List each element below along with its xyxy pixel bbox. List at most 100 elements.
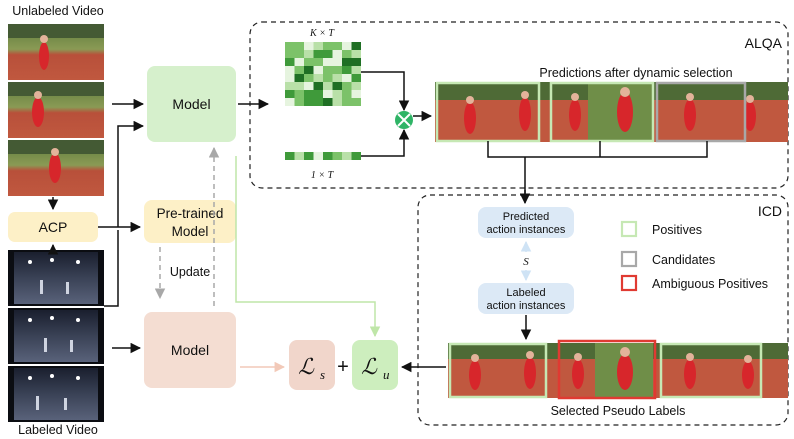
onet-label: 1 × T <box>311 170 335 181</box>
loss-u-subscript: u <box>383 367 390 382</box>
predictions-strip <box>435 81 788 143</box>
labeled-frame-2 <box>8 308 104 364</box>
kt-cell <box>294 66 304 74</box>
loss-s-subscript: s <box>320 367 325 382</box>
kt-cell <box>351 74 361 82</box>
loss-s-symbol: ℒ <box>298 354 315 379</box>
onet-cell <box>323 152 333 160</box>
kt-cell <box>323 74 333 82</box>
legend-item-ambiguous: Ambiguous Positives <box>620 274 768 292</box>
predictions-title: Predictions after dynamic selection <box>539 66 732 80</box>
pseudo-ambiguous-box <box>557 339 657 400</box>
labeled-frame-1 <box>8 250 104 306</box>
labeled-video-label: Labeled Video <box>18 423 98 437</box>
kt-cell <box>332 50 342 58</box>
kt-cell <box>342 74 352 82</box>
kt-cell <box>332 90 342 98</box>
onet-cell <box>351 152 361 160</box>
onet-cell <box>342 152 352 160</box>
arrow-model-to-loss-u <box>235 156 381 338</box>
kt-cell <box>304 82 314 90</box>
kt-cell <box>294 42 304 50</box>
predicted-action-box <box>478 207 574 238</box>
kt-cell <box>342 90 352 98</box>
kt-cell <box>332 58 342 66</box>
kt-cell <box>332 98 342 106</box>
legend-label-candidates: Candidates <box>652 253 715 267</box>
legend: Positives Candidates Ambiguous Positives <box>620 220 768 292</box>
legend-label-ambiguous: Ambiguous Positives <box>652 277 768 291</box>
kt-cell <box>332 42 342 50</box>
loss-u-symbol: ℒ <box>361 354 378 379</box>
kt-cell <box>313 66 323 74</box>
kt-cell <box>342 42 352 50</box>
icd-region <box>417 194 789 426</box>
kt-cell <box>332 82 342 90</box>
multiply-icon <box>397 113 411 127</box>
kt-cell <box>342 82 352 90</box>
kt-cell <box>323 82 333 90</box>
onet-cell <box>304 152 314 160</box>
pseudo-labels-strip <box>448 339 788 400</box>
labeled-frame-3 <box>8 366 104 422</box>
loss-plus: + <box>337 356 349 378</box>
kt-cell <box>351 66 361 74</box>
kt-cell <box>342 50 352 58</box>
kt-cell <box>304 98 314 106</box>
kt-cell <box>285 58 295 66</box>
kt-cell <box>313 58 323 66</box>
legend-item-candidates: Candidates <box>620 250 715 268</box>
kt-cell <box>351 42 361 50</box>
predicted-label-2: action instances <box>487 224 566 236</box>
kt-cell <box>285 82 295 90</box>
onet-cell <box>285 152 295 160</box>
acp-label: ACP <box>39 219 68 235</box>
onet-cell <box>313 152 323 160</box>
labeled-video-frames <box>8 250 104 422</box>
kt-cell <box>313 98 323 106</box>
kt-cell <box>323 90 333 98</box>
kt-cell <box>285 66 295 74</box>
model-top-box <box>147 66 236 142</box>
pseudo-positive-box-1 <box>448 342 548 399</box>
kt-cell <box>294 50 304 58</box>
onet-cell <box>294 152 304 160</box>
legend-item-positives: Positives <box>620 220 702 238</box>
arrow-acp-to-model <box>117 120 145 227</box>
icd-title: ICD <box>758 203 782 219</box>
update-label: Update <box>170 265 210 279</box>
kt-cell <box>304 66 314 74</box>
kt-cell <box>351 58 361 66</box>
kt-cell <box>313 74 323 82</box>
model-top-label: Model <box>172 96 210 112</box>
kt-cell <box>285 74 295 82</box>
pretrained-label-1: Pre-trained <box>157 206 224 221</box>
alqa-title: ALQA <box>745 35 783 51</box>
kt-cell <box>323 66 333 74</box>
labeled-action-box <box>478 283 574 314</box>
kt-cell <box>313 50 323 58</box>
unlabeled-video-label: Unlabeled Video <box>12 4 104 18</box>
legend-label-positives: Positives <box>652 223 702 237</box>
kt-cell <box>304 42 314 50</box>
kt-cell <box>294 98 304 106</box>
kt-cell <box>294 90 304 98</box>
kt-cell <box>313 82 323 90</box>
kt-cell <box>342 66 352 74</box>
unlabeled-frame-2 <box>8 82 104 138</box>
onet-cell <box>332 152 342 160</box>
arrow-matrix-to-multiply <box>361 71 410 112</box>
pretrained-model-box <box>144 200 236 243</box>
labeled-label-1: Labeled <box>506 287 545 299</box>
onet-vector <box>285 152 361 160</box>
kt-label: K × T <box>309 28 335 39</box>
kt-cell <box>351 82 361 90</box>
kt-cell <box>342 58 352 66</box>
kt-cell <box>304 90 314 98</box>
kt-cell <box>294 74 304 82</box>
kt-cell <box>313 42 323 50</box>
pretrained-label-2: Model <box>172 224 209 239</box>
kt-cell <box>332 66 342 74</box>
kt-cell <box>351 90 361 98</box>
